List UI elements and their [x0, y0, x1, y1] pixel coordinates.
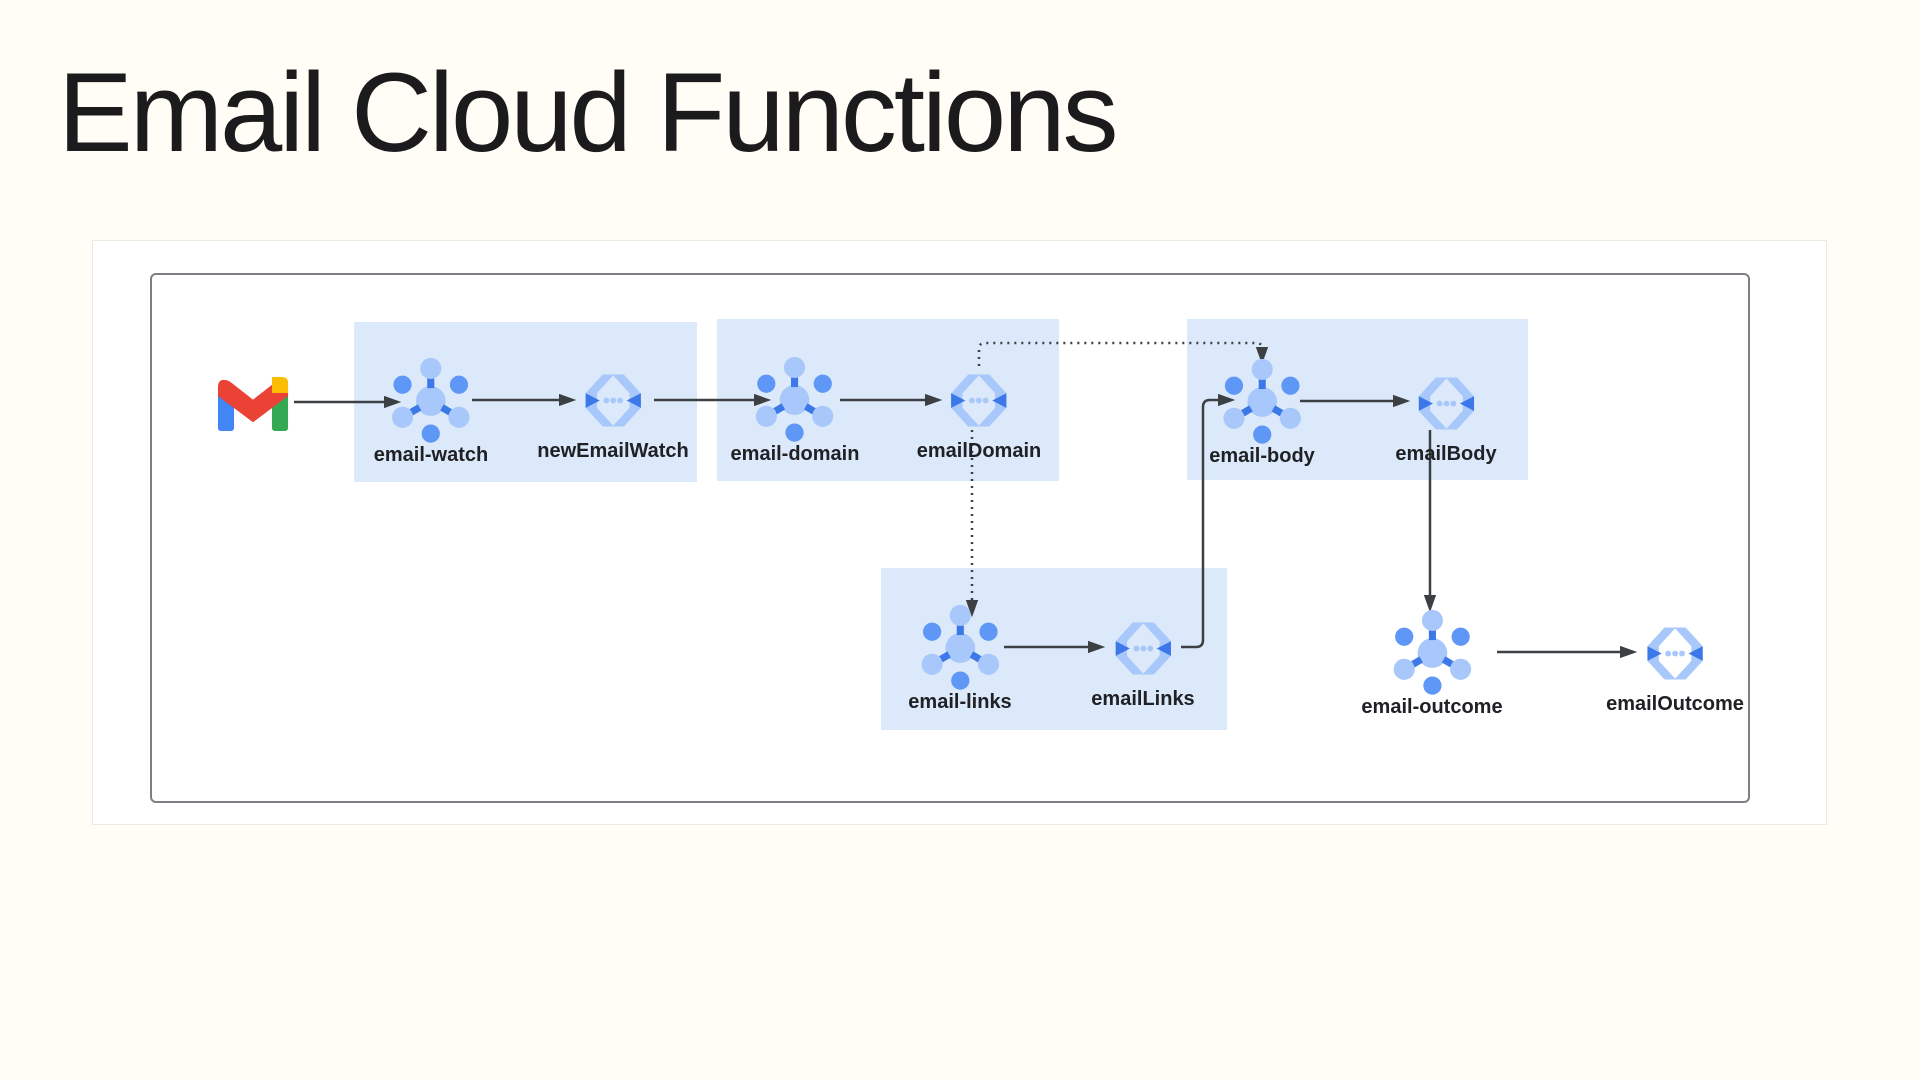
cloud-function-icon [940, 368, 1018, 433]
node-label: email-domain [730, 443, 860, 465]
page-title: Email Cloud Functions [58, 50, 1118, 175]
node-email-watch: email-watch [374, 355, 488, 465]
node-label: emailDomain [916, 440, 1042, 462]
node-label: email-links [908, 691, 1012, 713]
pubsub-topic-icon [1386, 607, 1478, 699]
node-label: emailBody [1395, 443, 1497, 465]
cloud-function-icon [1407, 371, 1485, 436]
node-email-outcome: email-outcome [1361, 607, 1503, 718]
gmail-icon [217, 377, 289, 431]
node-emailOutcome: emailOutcome [1606, 621, 1744, 714]
cloud-function-icon [1104, 616, 1182, 681]
cloud-function-icon [1636, 621, 1714, 686]
pubsub-topic-icon [914, 602, 1006, 694]
node-newEmailWatch: newEmailWatch [537, 368, 689, 461]
cloud-function-icon [574, 368, 652, 433]
node-email-links: email-links [908, 602, 1012, 713]
node-emailBody: emailBody [1395, 371, 1497, 465]
node-email-body: email-body [1209, 356, 1315, 466]
node-emailDomain: emailDomain [917, 368, 1041, 461]
pubsub-topic-icon [1216, 356, 1308, 448]
node-label: email-watch [373, 444, 489, 466]
pubsub-topic-icon [385, 355, 477, 447]
node-email-domain: email-domain [730, 354, 860, 465]
node-gmail [217, 377, 289, 431]
node-label: email-outcome [1361, 696, 1503, 718]
node-label: newEmailWatch [537, 440, 689, 462]
pubsub-topic-icon [749, 354, 841, 446]
node-label: emailLinks [1091, 688, 1195, 710]
footer: © Okta, Inc. and/or its affiliates. All … [0, 985, 1920, 1080]
node-emailLinks: emailLinks [1091, 616, 1195, 710]
node-label: email-body [1209, 445, 1315, 467]
node-label: emailOutcome [1606, 693, 1744, 715]
